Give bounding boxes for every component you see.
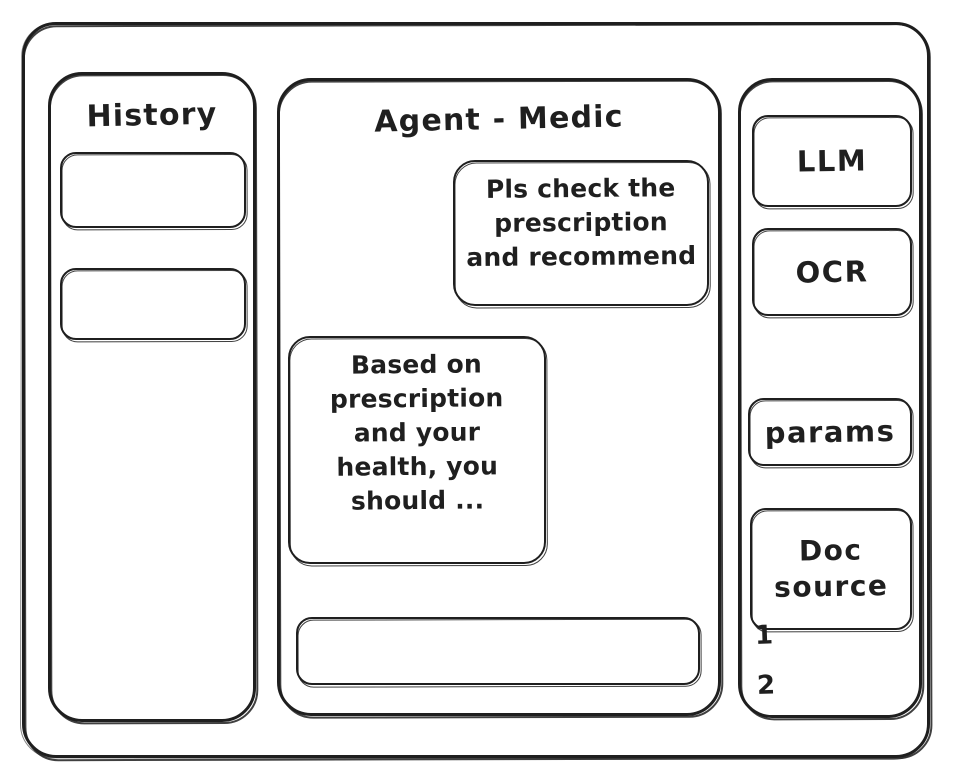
message-bubble-assistant-stroke-1 [288,336,546,564]
tool-chip-llm-stroke-1 [752,115,912,207]
chat-panel-stroke-1 [277,78,721,716]
history-item-1-label [60,151,247,229]
message-user-text: Pls check the prescription and recommend [466,173,697,273]
history-item-2-label [60,267,247,341]
doc-source-item-1[interactable]: 1 [754,620,775,652]
tool-chip-params[interactable]: params [748,398,914,469]
doc-source-item-2[interactable]: 2 [756,670,777,702]
tool-chip-doc-source-stroke-1 [750,508,912,630]
history-title: History [86,96,218,135]
message-bubble-assistant [288,336,548,567]
history-panel-stroke-1 [48,72,256,722]
message-bubble-user-stroke-1 [453,160,709,306]
tool-chip-llm[interactable]: LLM [752,115,914,210]
message-assistant-text: Based on prescription and your health, y… [329,349,504,516]
tool-chip-ocr-stroke-1 [752,228,912,316]
message-input[interactable] [296,615,702,688]
window-frame-stroke-1 [22,22,930,758]
message-input-value [296,615,701,687]
history-item-2[interactable] [60,267,248,343]
tool-chip-doc-source-label: Doc source [773,533,889,604]
tool-chip-params-label: params [764,413,896,450]
tool-chip-ocr[interactable]: OCR [752,228,914,319]
tool-chip-doc-source[interactable]: Doc source [750,508,914,633]
tools-panel [738,78,925,721]
tool-chip-ocr-label: OCR [795,254,869,290]
window-frame [19,22,933,762]
tool-chip-llm-label: LLM [796,143,868,179]
history-item-2-stroke-1 [60,268,246,340]
tool-chip-params-stroke-1 [748,398,912,466]
chat-panel [277,78,724,719]
history-item-1[interactable] [60,151,248,231]
message-bubble-user [453,160,711,309]
history-panel [48,72,259,725]
tools-panel-stroke-1 [738,78,922,718]
history-item-1-stroke-1 [60,152,246,228]
message-input-stroke-1 [296,617,700,685]
